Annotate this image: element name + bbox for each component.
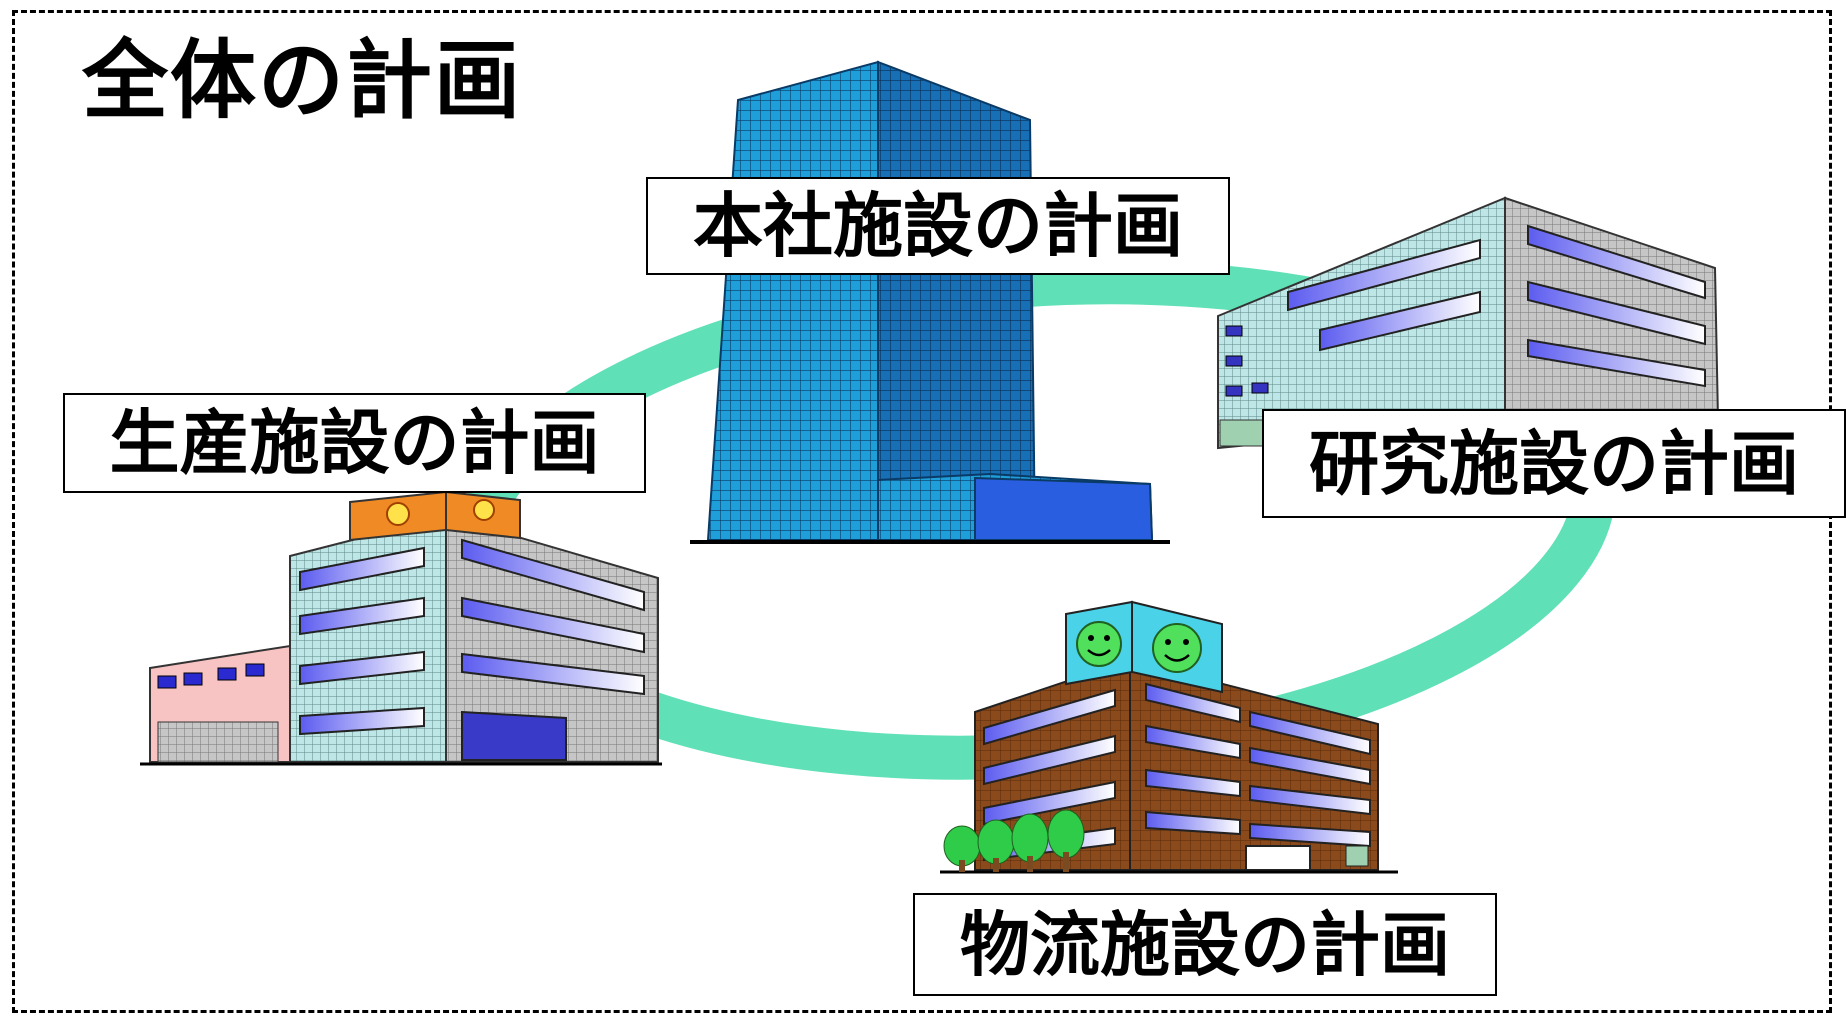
- tree-icon: [1047, 809, 1085, 872]
- warehouse-building-icon: [940, 600, 1398, 874]
- label-research: 研究施設の計画: [1262, 409, 1846, 518]
- label-production: 生産施設の計画: [63, 393, 646, 493]
- tree-icon: [1011, 813, 1049, 872]
- label-logistics: 物流施設の計画: [913, 893, 1497, 996]
- label-headquarters: 本社施設の計画: [646, 177, 1230, 275]
- sun-icon: [445, 490, 521, 540]
- smiley-face-icon: [1152, 623, 1202, 673]
- sun-icon: [349, 490, 447, 542]
- smiley-face-icon: [1076, 621, 1122, 667]
- tree-icon: [977, 819, 1015, 872]
- factory-building-icon: [140, 490, 662, 766]
- diagram-title: 全体の計画: [82, 31, 522, 131]
